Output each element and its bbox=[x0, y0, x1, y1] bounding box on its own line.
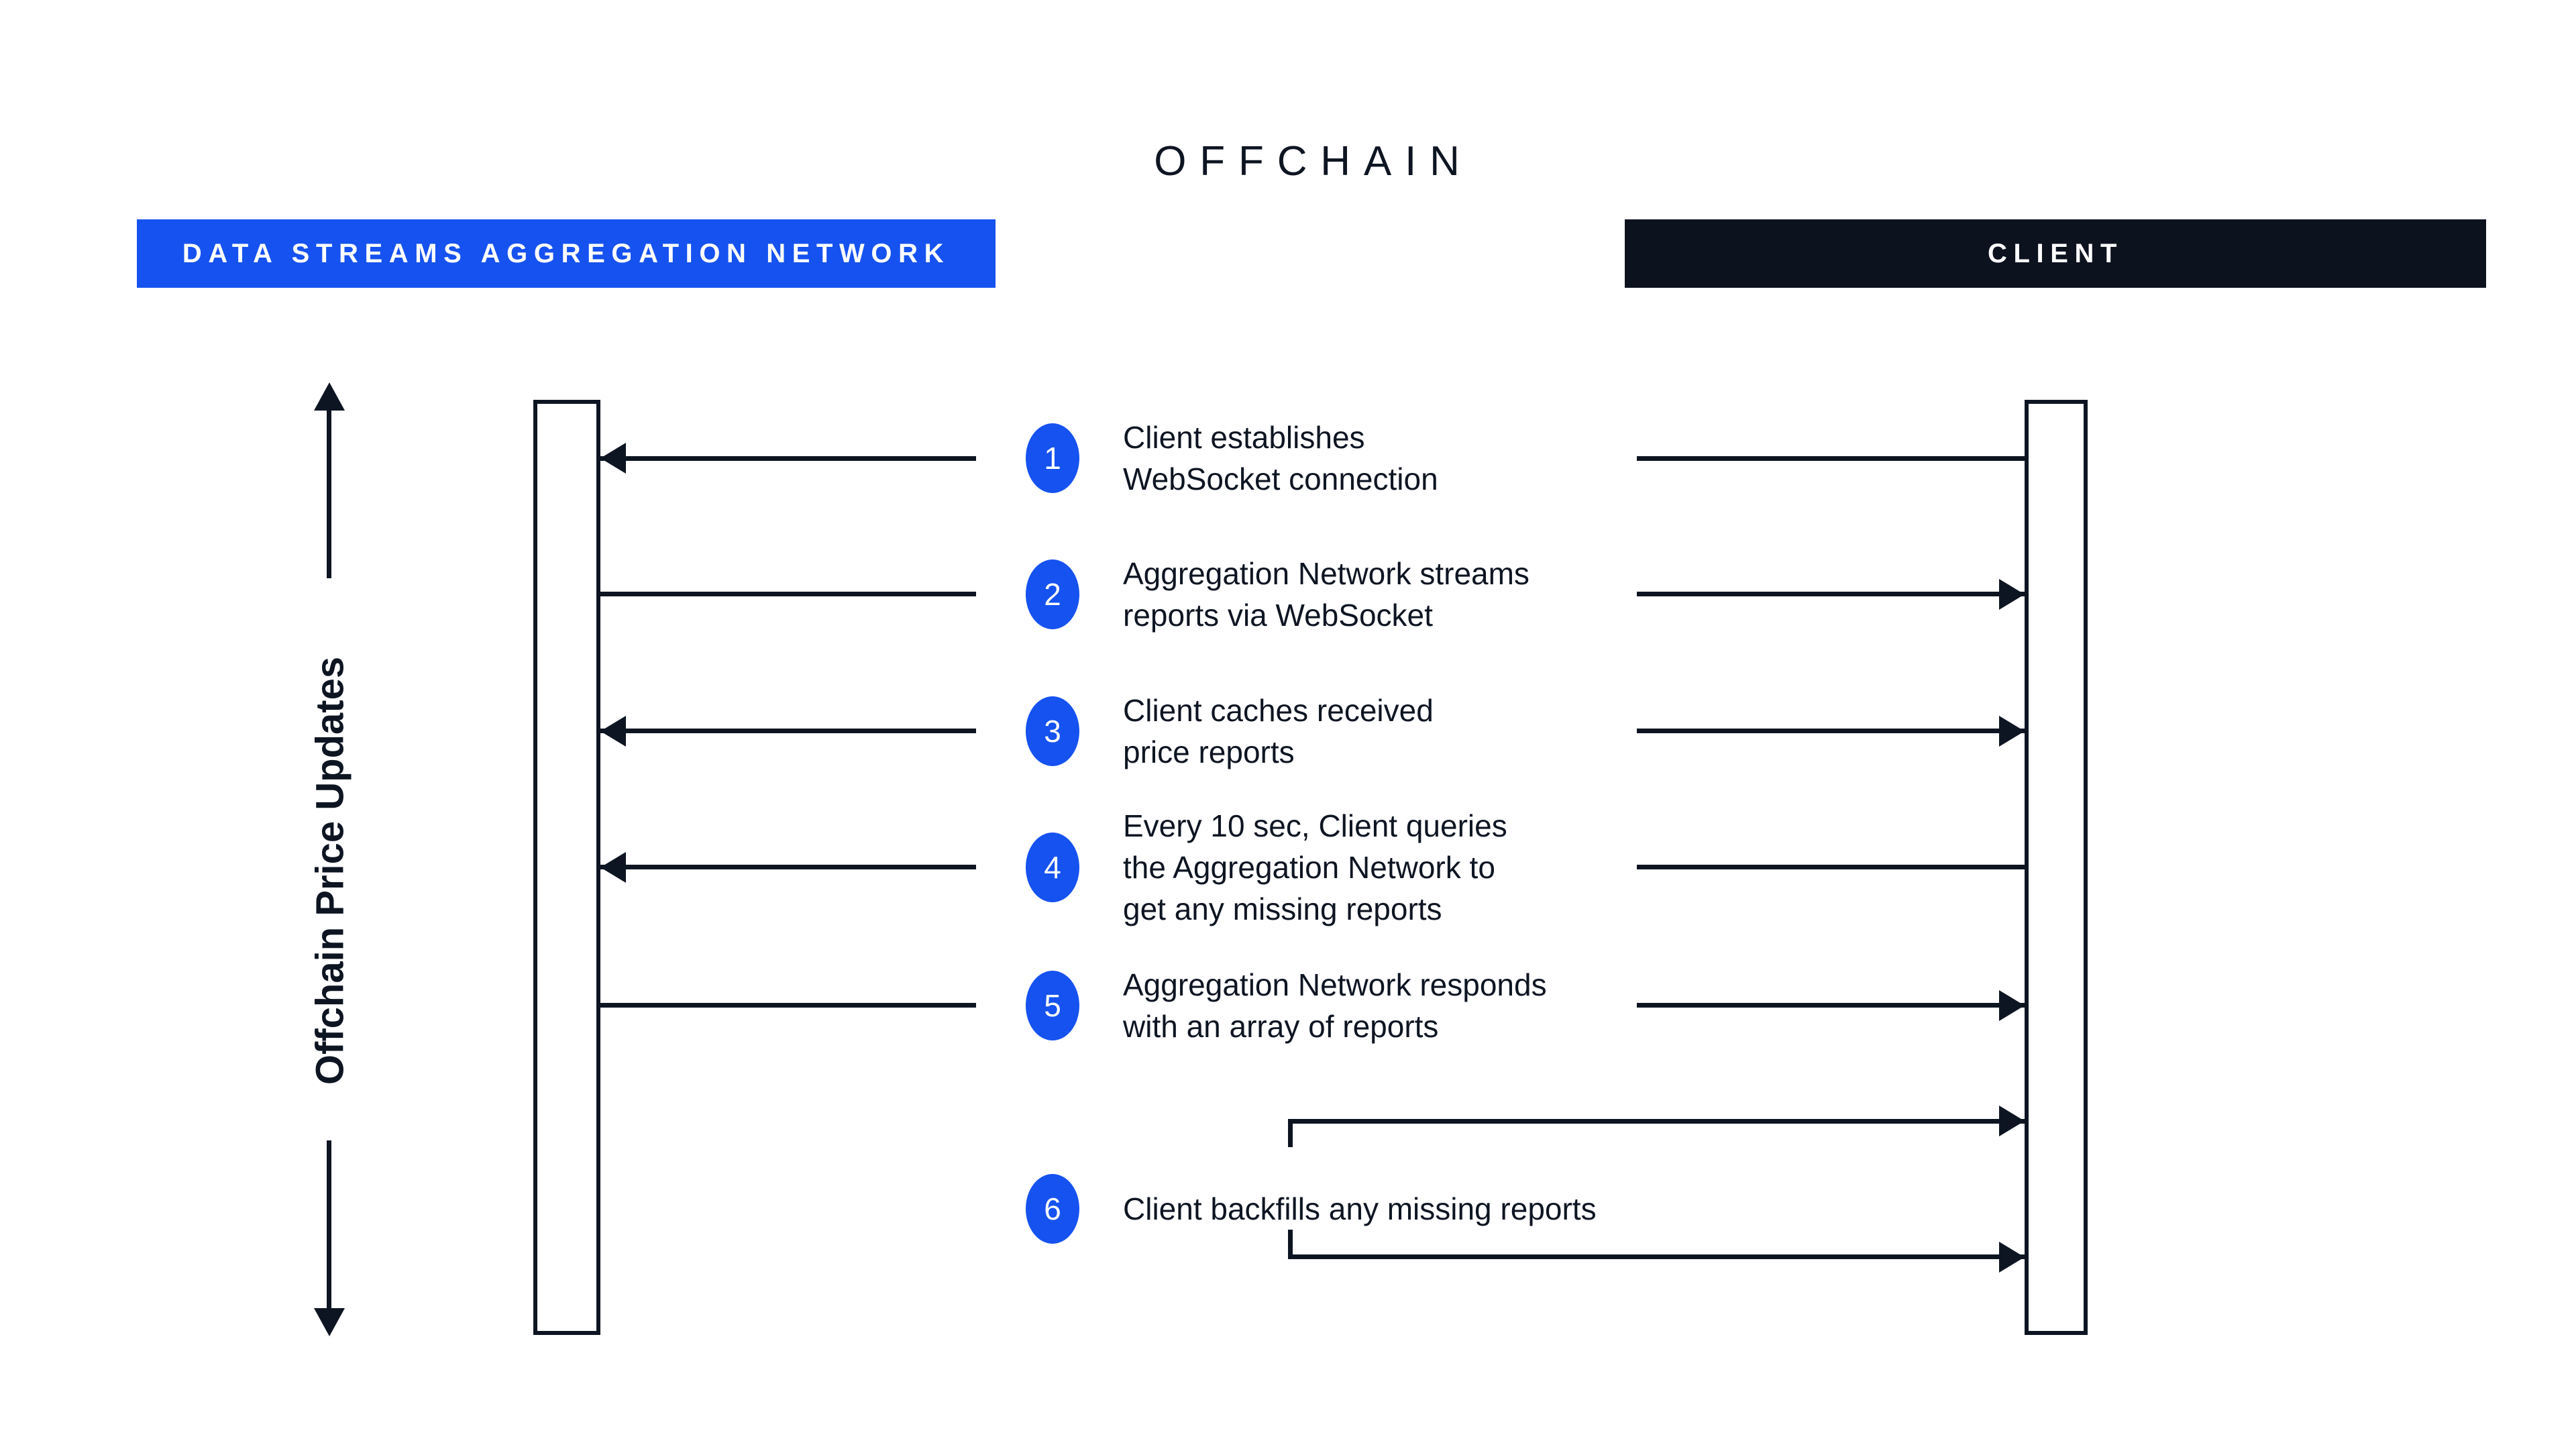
step-badge-2: 2 bbox=[1026, 559, 1079, 629]
step-label-2: Aggregation Network streams reports via … bbox=[1123, 556, 1529, 633]
step-badge-1: 1 bbox=[1026, 423, 1079, 493]
actor-aggregation-network: DATA STREAMS AGGREGATION NETWORK bbox=[137, 219, 996, 288]
step-badge-5: 5 bbox=[1026, 971, 1079, 1040]
arrowhead-right-icon bbox=[1999, 1106, 2025, 1136]
arrowhead-right-icon bbox=[1999, 579, 2025, 610]
arrowhead-right-icon bbox=[1999, 716, 2025, 747]
step-badge-6: 6 bbox=[1026, 1174, 1079, 1244]
actor-client: CLIENT bbox=[1625, 219, 2486, 288]
arrowhead-left-icon bbox=[600, 852, 626, 883]
step-label-4: Every 10 sec, Client queries the Aggrega… bbox=[1123, 808, 1507, 926]
down-arrow-line bbox=[327, 1140, 331, 1309]
step-label-3: Client caches received price reports bbox=[1123, 693, 1434, 769]
loop-line-top bbox=[1288, 1119, 2025, 1124]
step-label-6: Client backfills any missing reports bbox=[1123, 1191, 1597, 1226]
loop-line-bottom bbox=[1288, 1254, 2025, 1259]
message-line-right bbox=[1637, 456, 2025, 461]
arrowhead-right-icon bbox=[1999, 1242, 2025, 1273]
loop-bracket-bottom-stub bbox=[1288, 1230, 1293, 1256]
down-arrowhead-icon bbox=[314, 1308, 345, 1336]
page-title: OFFCHAIN bbox=[1154, 138, 1473, 184]
arrowhead-right-icon bbox=[1999, 990, 2025, 1021]
axis-label: Offchain Price Updates bbox=[308, 656, 352, 1085]
message-line-left bbox=[600, 1003, 976, 1008]
arrowhead-left-icon bbox=[600, 716, 626, 747]
message-line-left bbox=[600, 865, 976, 869]
message-line-right bbox=[1637, 865, 2025, 869]
message-line-left bbox=[600, 592, 976, 596]
message-line-left bbox=[600, 729, 976, 733]
step-badge-4: 4 bbox=[1026, 833, 1079, 902]
up-arrowhead-icon bbox=[314, 382, 345, 411]
step-label-5: Aggregation Network responds with an arr… bbox=[1123, 967, 1547, 1044]
actor-client-label: CLIENT bbox=[1987, 238, 2124, 268]
step-label-1: Client establishes WebSocket connection bbox=[1123, 420, 1438, 496]
lifeline-aggregation-network bbox=[533, 400, 600, 1335]
up-arrow-line bbox=[327, 408, 331, 578]
loop-bracket-top-stub bbox=[1288, 1119, 1293, 1147]
actor-aggregation-network-label: DATA STREAMS AGGREGATION NETWORK bbox=[182, 238, 951, 268]
step-badge-3: 3 bbox=[1026, 696, 1079, 766]
lifeline-client bbox=[2025, 400, 2088, 1335]
arrowhead-left-icon bbox=[600, 443, 626, 474]
message-line-right bbox=[1637, 729, 2025, 733]
message-line-right bbox=[1637, 592, 2025, 596]
message-line-right bbox=[1637, 1003, 2025, 1008]
message-line-left bbox=[600, 456, 976, 461]
